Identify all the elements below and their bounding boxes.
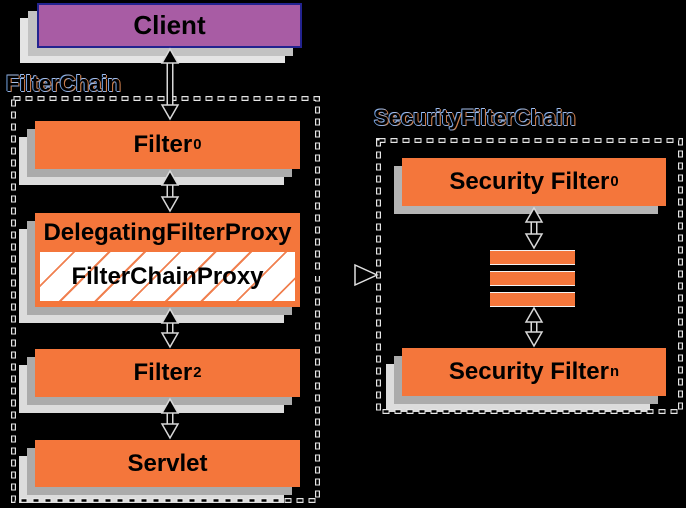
filter2-label: Filter (133, 359, 193, 386)
delegating-filter-proxy-box: DelegatingFilterProxy FilterChainProxy (35, 213, 300, 307)
servlet-label: Servlet (127, 449, 208, 477)
filter-stack-bar (490, 292, 575, 307)
securityfilterchain-title: SecurityFilterChain (374, 105, 576, 130)
security-filter0-subscript: 0 (610, 174, 619, 190)
double-arrow-icon (160, 47, 180, 121)
client-label: Client (133, 10, 206, 40)
filter-stack-bar (490, 250, 575, 265)
client-box: Client (37, 3, 302, 48)
double-arrow-icon (160, 169, 180, 213)
delegation-arrow-icon (305, 263, 379, 287)
filter0-subscript: 0 (193, 137, 202, 153)
double-arrow-icon (524, 306, 544, 348)
security-filter0-label: Security Filter (449, 168, 610, 195)
security-filtern-subscript: n (609, 364, 620, 380)
filter-chain-proxy-label: FilterChainProxy (71, 262, 264, 290)
security-filtern-label: Security Filter (448, 358, 609, 385)
filter-stack-bar (490, 271, 575, 286)
filter0-label: Filter (133, 131, 193, 158)
filter2-subscript: 2 (193, 365, 202, 381)
filterchain-title: FilterChain (6, 71, 121, 96)
servlet-box: Servlet (35, 440, 300, 487)
double-arrow-icon (160, 307, 180, 349)
double-arrow-icon (524, 206, 544, 250)
double-arrow-icon (160, 397, 180, 440)
delegating-filter-proxy-label: DelegatingFilterProxy (43, 219, 292, 246)
filter-chain-proxy-box: FilterChainProxy (40, 252, 295, 301)
